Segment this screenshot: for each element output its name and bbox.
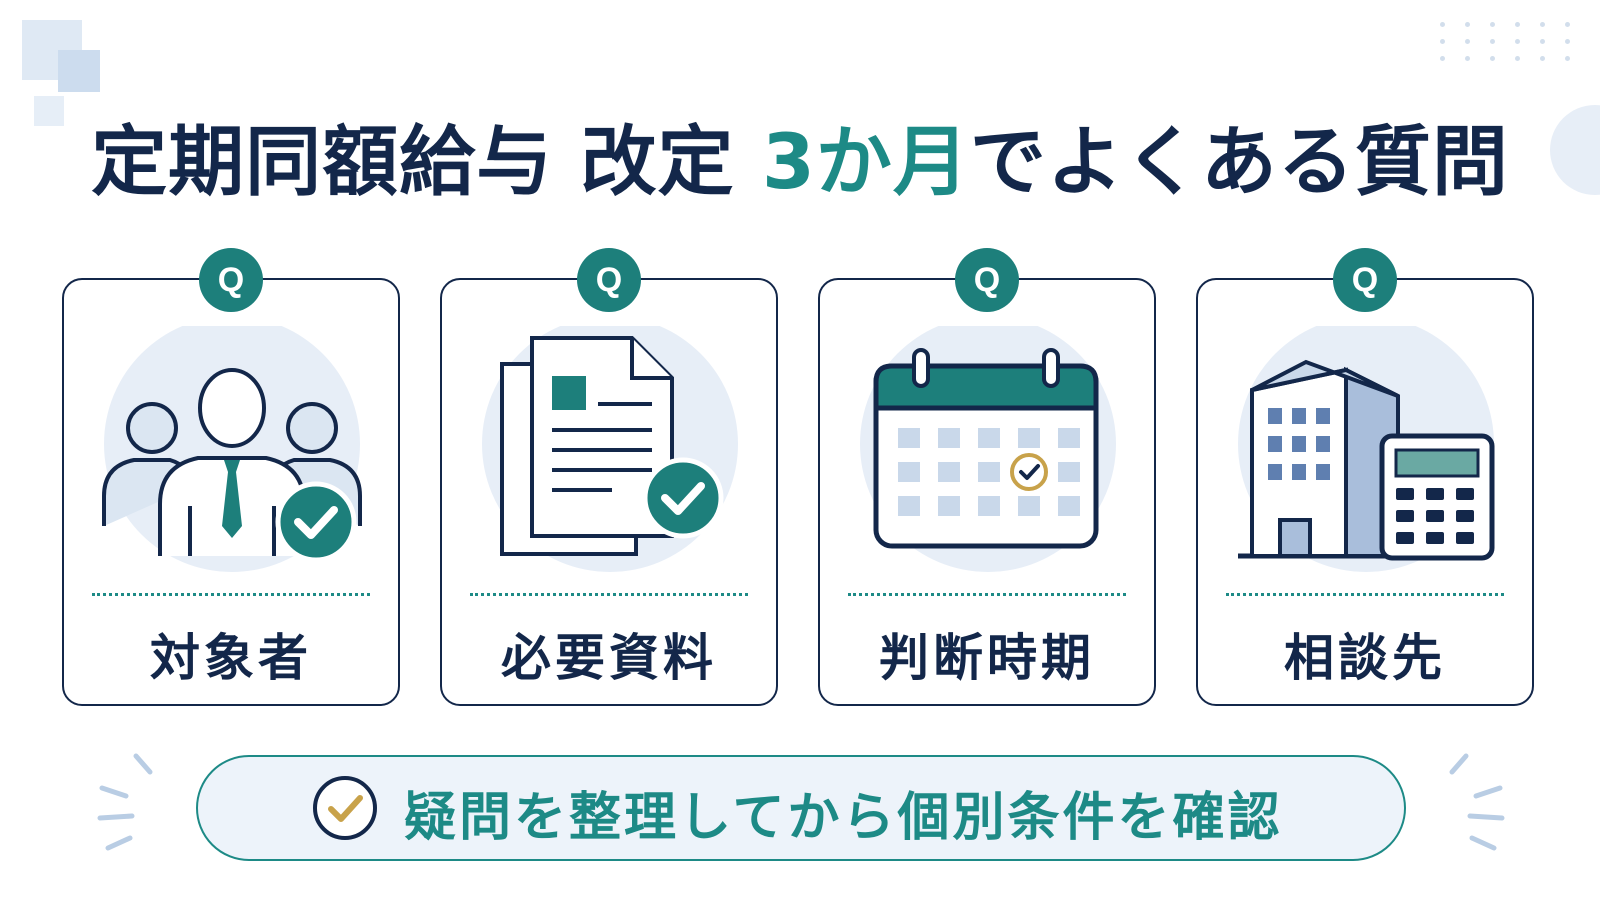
banner-text: 疑問を整理してから個別条件を確認	[404, 788, 1283, 848]
q-badge: Q	[577, 248, 641, 312]
q-badge: Q	[955, 248, 1019, 312]
faq-card-documents: Q 必要資料	[440, 248, 778, 706]
right-rays-decor	[1449, 753, 1505, 851]
card-divider	[1226, 593, 1504, 596]
card-divider	[92, 593, 370, 596]
decor-square-2	[58, 50, 100, 92]
title-part-1: 定期同額給与 改定	[91, 117, 763, 206]
card-divider	[848, 593, 1126, 596]
card-label: 対象者	[150, 629, 312, 687]
faq-card-target: Q 対象者	[62, 248, 400, 706]
page-title: 定期同額給与 改定 3か月でよくある質問	[0, 100, 1600, 210]
faq-card-timing: Q 判断時期	[818, 248, 1156, 706]
left-rays-decor	[97, 753, 153, 851]
card-label: 必要資料	[501, 629, 717, 687]
q-badge: Q	[1333, 248, 1397, 312]
check-circle-icon	[313, 776, 377, 840]
decor-square-3	[34, 96, 64, 126]
calendar-check-icon	[860, 326, 1116, 572]
building-calculator-icon	[1238, 326, 1495, 572]
decor-dot-grid	[1440, 22, 1571, 61]
card-label: 相談先	[1284, 629, 1446, 687]
faq-card-consultation: Q 相談先	[1196, 248, 1534, 706]
people-check-icon	[102, 326, 362, 572]
documents-check-icon	[482, 326, 738, 572]
title-accent: 3か月	[762, 117, 970, 206]
title-part-2: でよくある質問	[969, 117, 1509, 206]
card-label: 判断時期	[879, 629, 1095, 687]
q-badge: Q	[199, 248, 263, 312]
card-divider	[470, 593, 748, 596]
summary-banner: 疑問を整理してから個別条件を確認	[196, 755, 1406, 861]
